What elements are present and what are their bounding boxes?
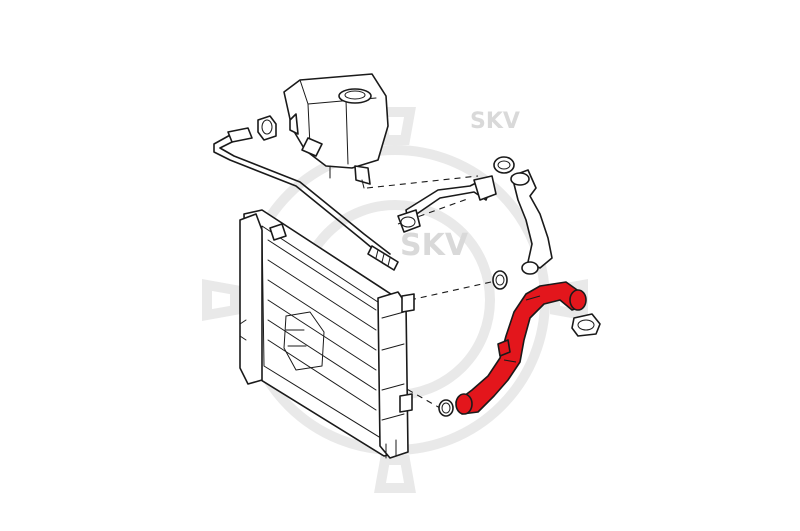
watermark-label-center: SKV [400,228,469,263]
hose-clamp-lower[interactable] [571,313,601,337]
o-ring-middle[interactable] [492,270,508,290]
lower-radiator-hose[interactable] [455,281,587,415]
expansion-tank[interactable] [283,73,389,189]
radiator[interactable] [239,209,415,459]
upper-radiator-hose[interactable] [510,169,553,275]
hose-clamp-small[interactable] [257,115,277,141]
vent-pipe[interactable] [213,127,399,271]
upper-hose[interactable] [397,175,497,233]
watermark-label-top: SKV [470,109,520,134]
o-ring-upper[interactable] [493,156,515,174]
o-ring-lower[interactable] [438,399,454,417]
